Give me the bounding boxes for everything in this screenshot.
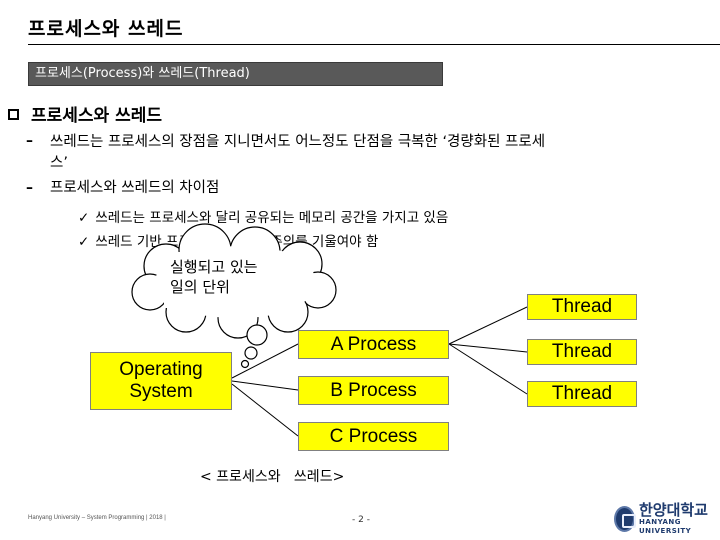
bullet-dash: – <box>26 133 33 149</box>
thread-box: Thread <box>527 339 637 365</box>
process-box-c: C Process <box>298 422 449 451</box>
heading-text: 프로세스와 쓰레드 <box>31 106 163 126</box>
check-item: ✓ 쓰레드는 프로세스와 달리 공유되는 메모리 공간을 가지고 있음 <box>78 206 448 226</box>
footer-text: Hanyang University – System Programming … <box>28 515 166 521</box>
os-label-line: Operating <box>119 359 203 380</box>
check-icon: ✓ <box>78 210 90 226</box>
process-box-b: B Process <box>298 376 449 405</box>
check-text: 쓰레드는 프로세스와 달리 공유되는 메모리 공간을 가지고 있음 <box>95 210 449 226</box>
thread-box: Thread <box>527 294 637 320</box>
bullet-dash: – <box>26 180 33 196</box>
slide-title: 프로세스와 쓰레드 <box>28 18 184 40</box>
connector-line <box>231 383 299 437</box>
cloud-label-line: 일의 단위 <box>170 278 230 296</box>
connector-line <box>448 343 528 395</box>
os-label-line: System <box>129 381 193 402</box>
section-bar: 프로세스(Process)와 쓰레드(Thread) <box>28 62 443 86</box>
logo-korean: 한양대학교 <box>638 501 708 519</box>
check-icon: ✓ <box>78 234 90 250</box>
cloud-label-line: 실행되고 있는 <box>170 258 258 276</box>
connector-line <box>231 380 299 391</box>
bullet-item: 쓰레드는 프로세스의 장점을 지니면서도 어느정도 단점을 극복한 ‘경량화된 … <box>50 132 545 174</box>
connector-line <box>448 343 528 353</box>
thought-bubbles <box>240 324 268 369</box>
university-seal-icon <box>614 506 636 532</box>
university-logo: 한양대학교 HANYANG UNIVERSITY <box>614 501 714 535</box>
bullet-line: 쓰레드는 프로세스의 장점을 지니면서도 어느정도 단점을 극복한 ‘경량화된 … <box>50 134 546 150</box>
thread-box: Thread <box>527 381 637 407</box>
title-divider <box>28 44 720 45</box>
square-bullet-icon <box>8 108 19 120</box>
bullet-line: 스’ <box>50 155 68 171</box>
page-number: - 2 - <box>352 515 370 525</box>
figure-caption: < 프로세스와 쓰레드> <box>200 469 345 485</box>
section-heading: 프로세스와 쓰레드 <box>8 101 162 126</box>
connector-line <box>448 306 528 345</box>
operating-system-box: Operating System <box>90 352 232 410</box>
connector-line <box>231 343 299 379</box>
bullet-item: 프로세스와 쓰레드의 차이점 <box>50 180 220 196</box>
process-box-a: A Process <box>298 330 449 359</box>
cloud-label: 실행되고 있는 일의 단위 <box>170 257 258 297</box>
logo-english: HANYANG UNIVERSITY <box>638 518 692 535</box>
